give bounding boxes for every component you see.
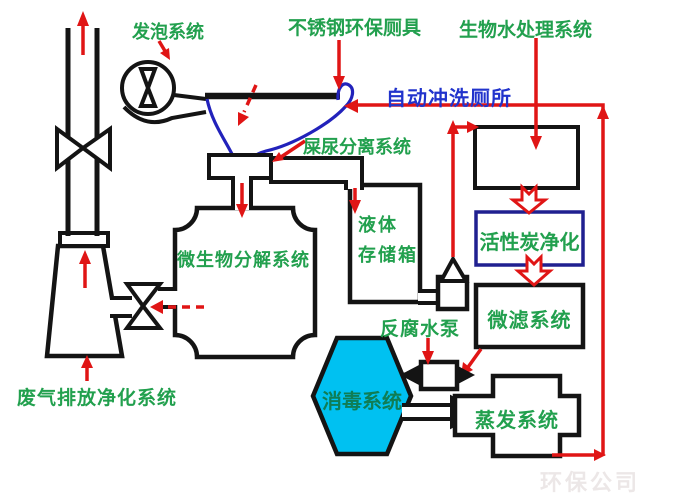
disinfection-hexagon <box>310 335 414 457</box>
tanks <box>172 139 423 360</box>
toilet-label-arrowhead <box>333 76 345 90</box>
evaporation-label: 蒸发系统 <box>475 408 559 432</box>
activated-carbon-label: 活性炭净化 <box>479 230 580 254</box>
exhaust-label-arrowhead <box>81 355 93 368</box>
auto-flush-label: 自动冲洗厕所 <box>386 86 512 110</box>
liquid-inlet-arrowhead <box>349 200 361 214</box>
riser-right-arrowhead <box>467 121 479 133</box>
liquid-duct-inner <box>269 180 348 190</box>
tank-inlet-arrowhead <box>236 204 248 218</box>
flush-return-line <box>344 99 609 456</box>
treatment-column <box>461 38 586 376</box>
fan-blade-icon <box>138 82 158 108</box>
pedestal-fill <box>211 157 269 176</box>
chimney-pipe <box>65 28 100 236</box>
microbial-tank <box>172 205 318 360</box>
pipe-valve-icon <box>79 125 112 172</box>
waste-drop-arrowhead <box>238 112 249 126</box>
pipe-valve-icon <box>55 125 87 173</box>
microbial-system-label: 微生物分解系统 <box>177 250 310 271</box>
foaming-label-arrow <box>157 40 167 52</box>
down-flow-arrow <box>514 253 554 287</box>
anticorrosion-pump-label: 反腐水泵 <box>380 318 461 340</box>
evap-arrow-shaft <box>402 403 452 421</box>
microfilter-label: 微滤系统 <box>487 308 572 332</box>
tank-drain-valve <box>110 282 204 330</box>
blower-volute <box>122 105 207 125</box>
drain-flow-arrowhead <box>150 300 163 314</box>
liquid-storage-tank <box>347 182 423 305</box>
separation-pointer-head <box>272 152 284 162</box>
pump-label-arrowhead <box>422 351 434 365</box>
transfer-pump <box>418 120 479 312</box>
pump-left-arrowhead <box>400 365 419 385</box>
stub-fill <box>110 298 132 314</box>
flush-up-arrowhead <box>597 105 609 119</box>
drain-valve-icon <box>123 282 165 310</box>
separation-pedestal <box>207 153 273 180</box>
valve-stub-left <box>110 296 132 318</box>
watermark: 环保公司 <box>540 471 641 493</box>
evap-arrow-fill <box>402 407 452 417</box>
stainless-toilet-label: 不锈钢环保厕具 <box>288 17 422 39</box>
duct-fill <box>348 160 360 189</box>
tank-neck <box>231 176 253 210</box>
fan-blade-icon <box>138 67 158 94</box>
anticorrosion-pump-body <box>418 359 460 392</box>
exhaust-up-arrowhead <box>77 11 89 26</box>
stack-flange <box>58 231 110 248</box>
foaming-system-label: 发泡系统 <box>132 22 204 43</box>
drain-valve-icon <box>123 302 165 330</box>
liquid-tank-label-line2: 存储箱 <box>358 245 418 266</box>
liquid-duct-outer <box>269 156 364 190</box>
flush-inlet-hook <box>336 82 355 108</box>
waste-drop-arrow <box>242 84 258 113</box>
pump-pipe-fill <box>418 293 440 303</box>
blower-duct <box>173 93 207 101</box>
funnel-up-arrowhead <box>79 250 91 264</box>
evap-out-arrowhead <box>594 449 606 461</box>
microfilter-box <box>473 282 586 350</box>
bio-water-treatment-label: 生物水处理系统 <box>459 19 593 41</box>
disinfection-label: 消毒系统 <box>322 389 402 413</box>
disinfection-unit <box>310 335 475 457</box>
biowater-label-arrowhead <box>530 136 542 150</box>
flush-left-arrowhead <box>344 99 358 113</box>
pump-up-arrowhead <box>437 254 470 283</box>
bio-treatment-box <box>473 125 580 190</box>
duct-fill <box>269 160 362 181</box>
bowl-left-curve <box>205 98 236 159</box>
exhaust-stack <box>44 11 125 381</box>
separation-system-label: 屎尿分离系统 <box>303 137 411 158</box>
evaporation-unit <box>402 373 606 461</box>
pump-right-arrowhead <box>456 365 475 385</box>
liquid-tank-label-line1: 液体 <box>358 215 398 236</box>
separation-pointer <box>280 139 306 159</box>
liquid-tank-label: 液体 存储箱 <box>358 211 418 271</box>
down-flow-arrow <box>508 183 550 215</box>
foaming-label-arrowhead <box>160 48 170 60</box>
foaming-blower <box>120 40 207 125</box>
exhaust-purification-label: 废气排放净化系统 <box>17 387 178 409</box>
